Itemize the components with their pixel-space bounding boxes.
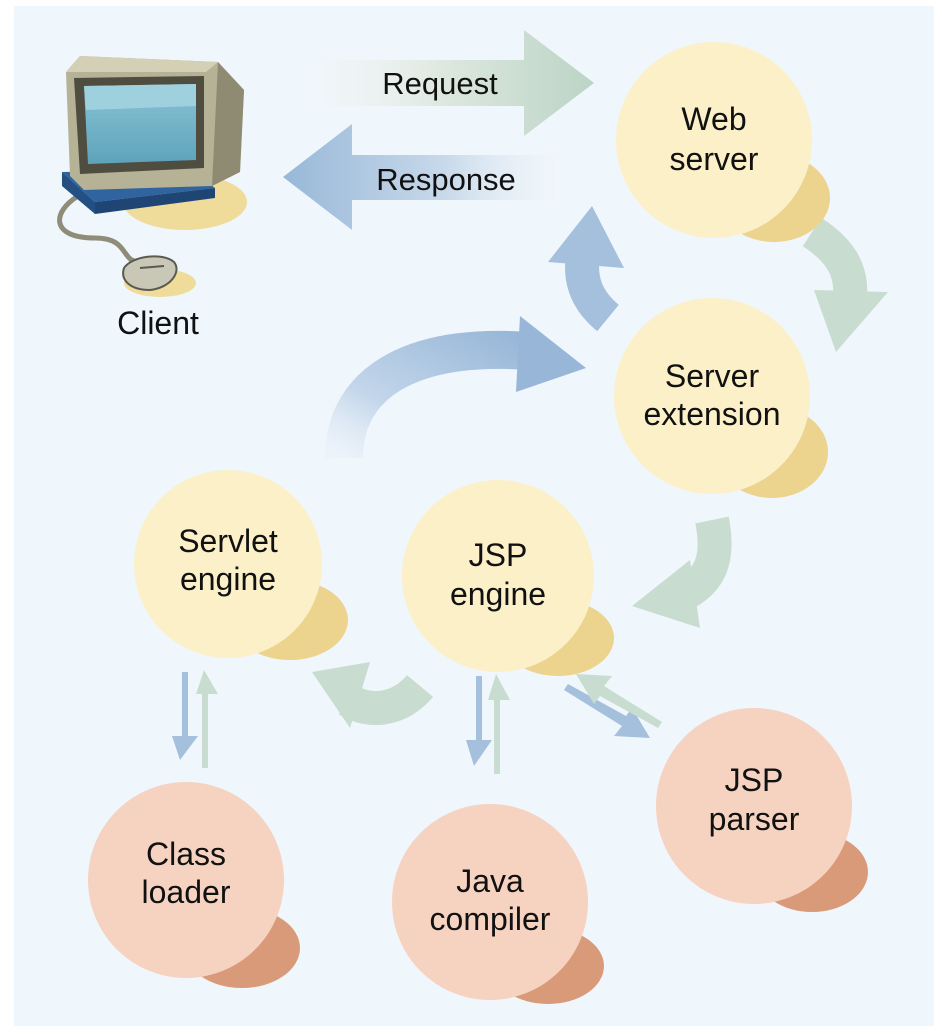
- servlet-engine-node: [134, 470, 348, 660]
- java-compiler-node: [392, 804, 604, 1004]
- servlet-engine-label: Servlet: [178, 523, 278, 559]
- jsp-compiler-arrows: [466, 674, 510, 774]
- extension-to-web-arrow: [548, 206, 624, 332]
- jsp-engine-label: JSP: [469, 537, 528, 573]
- jsp-parser-label: JSP: [725, 762, 784, 798]
- java-compiler-label: Java: [456, 863, 524, 899]
- web-server-label: Web: [681, 101, 746, 137]
- server-extension-node: [614, 298, 828, 498]
- request-label: Request: [382, 66, 498, 101]
- class-loader-label: Class: [146, 836, 226, 872]
- class-loader-node: [88, 782, 300, 988]
- web-to-extension-arrow: [802, 217, 888, 352]
- extension-to-jsp-arrow: [632, 516, 732, 628]
- web-server-label-2: server: [670, 141, 759, 177]
- client-computer-icon: [57, 56, 247, 297]
- response-label: Response: [376, 162, 516, 197]
- request-arrow: [318, 30, 594, 136]
- web-server-node: [616, 42, 830, 242]
- jsp-parser-label-2: parser: [709, 801, 800, 837]
- jsp-engine-label-2: engine: [450, 576, 546, 612]
- servlet-engine-label-2: engine: [180, 561, 276, 597]
- class-loader-label-2: loader: [142, 874, 231, 910]
- java-compiler-label-2: compiler: [430, 901, 551, 937]
- jsp-engine-node: [402, 480, 614, 676]
- jsp-parser-node: [656, 708, 868, 912]
- servlet-to-extension-arrow: [325, 316, 586, 459]
- server-extension-label: Server: [665, 358, 760, 394]
- jsp-to-servlet-arrow: [312, 662, 434, 728]
- jsp-parser-arrows: [564, 674, 662, 738]
- client-label: Client: [117, 305, 199, 341]
- response-arrow: [283, 124, 554, 230]
- server-extension-label-2: extension: [644, 396, 781, 432]
- servlet-classloader-arrows: [172, 670, 218, 768]
